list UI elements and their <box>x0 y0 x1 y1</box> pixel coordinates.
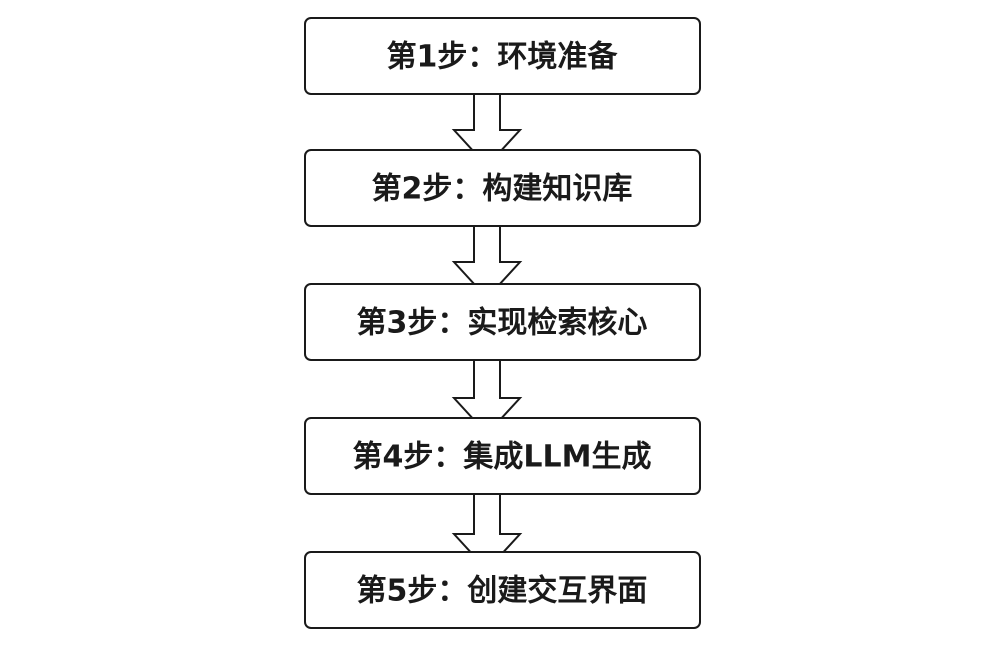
step-label-1: 第1步：环境准备 <box>387 40 619 75</box>
step-label-2: 第2步：构建知识库 <box>372 172 633 207</box>
step-box-1: 第1步：环境准备 <box>304 17 701 95</box>
step-box-1-rect <box>304 17 701 95</box>
step-label-5: 第5步：创建交互界面 <box>357 574 648 609</box>
step-box-5: 第5步：创建交互界面 <box>304 551 701 629</box>
step-box-3-rect <box>304 283 701 361</box>
step-box-4: 第4步：集成LLM生成 <box>304 417 701 495</box>
step-label-4: 第4步：集成LLM生成 <box>353 440 652 475</box>
step-box-2: 第2步：构建知识库 <box>304 149 701 227</box>
step-box-2-rect <box>304 149 701 227</box>
step-box-5-rect <box>304 551 701 629</box>
step-box-4-rect <box>304 417 701 495</box>
step-box-3: 第3步：实现检索核心 <box>304 283 701 361</box>
step-label-3: 第3步：实现检索核心 <box>357 306 648 341</box>
